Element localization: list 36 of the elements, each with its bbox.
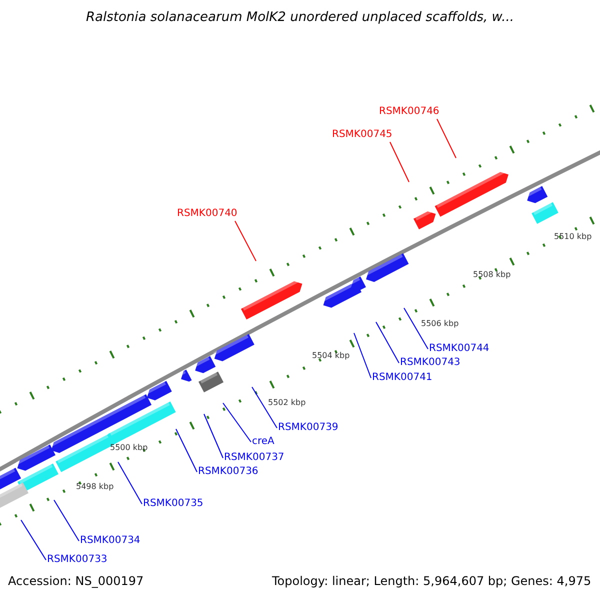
gene-label: creA bbox=[252, 436, 274, 448]
gene-label: RSMK00740 bbox=[177, 208, 238, 220]
leader-line bbox=[404, 308, 428, 350]
gene-label: RSMK00745 bbox=[332, 129, 392, 141]
scale-label: 5510 kbp bbox=[554, 231, 592, 243]
leader-line bbox=[252, 386, 278, 428]
scale-label: 5500 kbp bbox=[110, 442, 148, 454]
title: Ralstonia solanacearum MolK2 unordered unplaced scaffolds, w... bbox=[84, 10, 515, 26]
info-text: Accession: NS_000197 bbox=[8, 574, 144, 588]
leader-line bbox=[54, 500, 80, 542]
leader-line bbox=[176, 428, 198, 472]
scale-label: 5504 kbp bbox=[312, 350, 350, 362]
gene-label: RSMK00739 bbox=[278, 422, 338, 434]
scale-label: 5508 kbp bbox=[473, 269, 511, 281]
scale-label: 5506 kbp bbox=[421, 318, 459, 330]
leader-line bbox=[390, 142, 410, 182]
gene-label: RSMK00734 bbox=[80, 535, 140, 547]
leader-line bbox=[118, 462, 142, 504]
leader-line bbox=[376, 322, 400, 364]
scale-label: 5502 kbp bbox=[268, 397, 306, 409]
gene-label: RSMK00737 bbox=[224, 452, 284, 464]
leader-line bbox=[354, 332, 372, 378]
info-text: Topology: linear; Length: 5,964,607 bp; Genes: 4,975 bbox=[272, 574, 592, 588]
scale-label: 5498 kbp bbox=[76, 481, 114, 493]
gene-label: RSMK00744 bbox=[429, 343, 490, 355]
leader-line bbox=[204, 414, 224, 458]
gene-label: RSMK00741 bbox=[372, 372, 432, 384]
gene-label: RSMK00735 bbox=[143, 498, 204, 510]
gene-label: RSMK00743 bbox=[400, 357, 460, 369]
leader-line bbox=[20, 520, 46, 560]
gene-label: RSMK00746 bbox=[379, 106, 440, 118]
leader-line bbox=[436, 118, 456, 158]
leader-line bbox=[234, 220, 256, 262]
gene-label: RSMK00736 bbox=[198, 466, 258, 478]
leader-line bbox=[222, 402, 252, 442]
gene-label: RSMK00733 bbox=[47, 554, 108, 566]
